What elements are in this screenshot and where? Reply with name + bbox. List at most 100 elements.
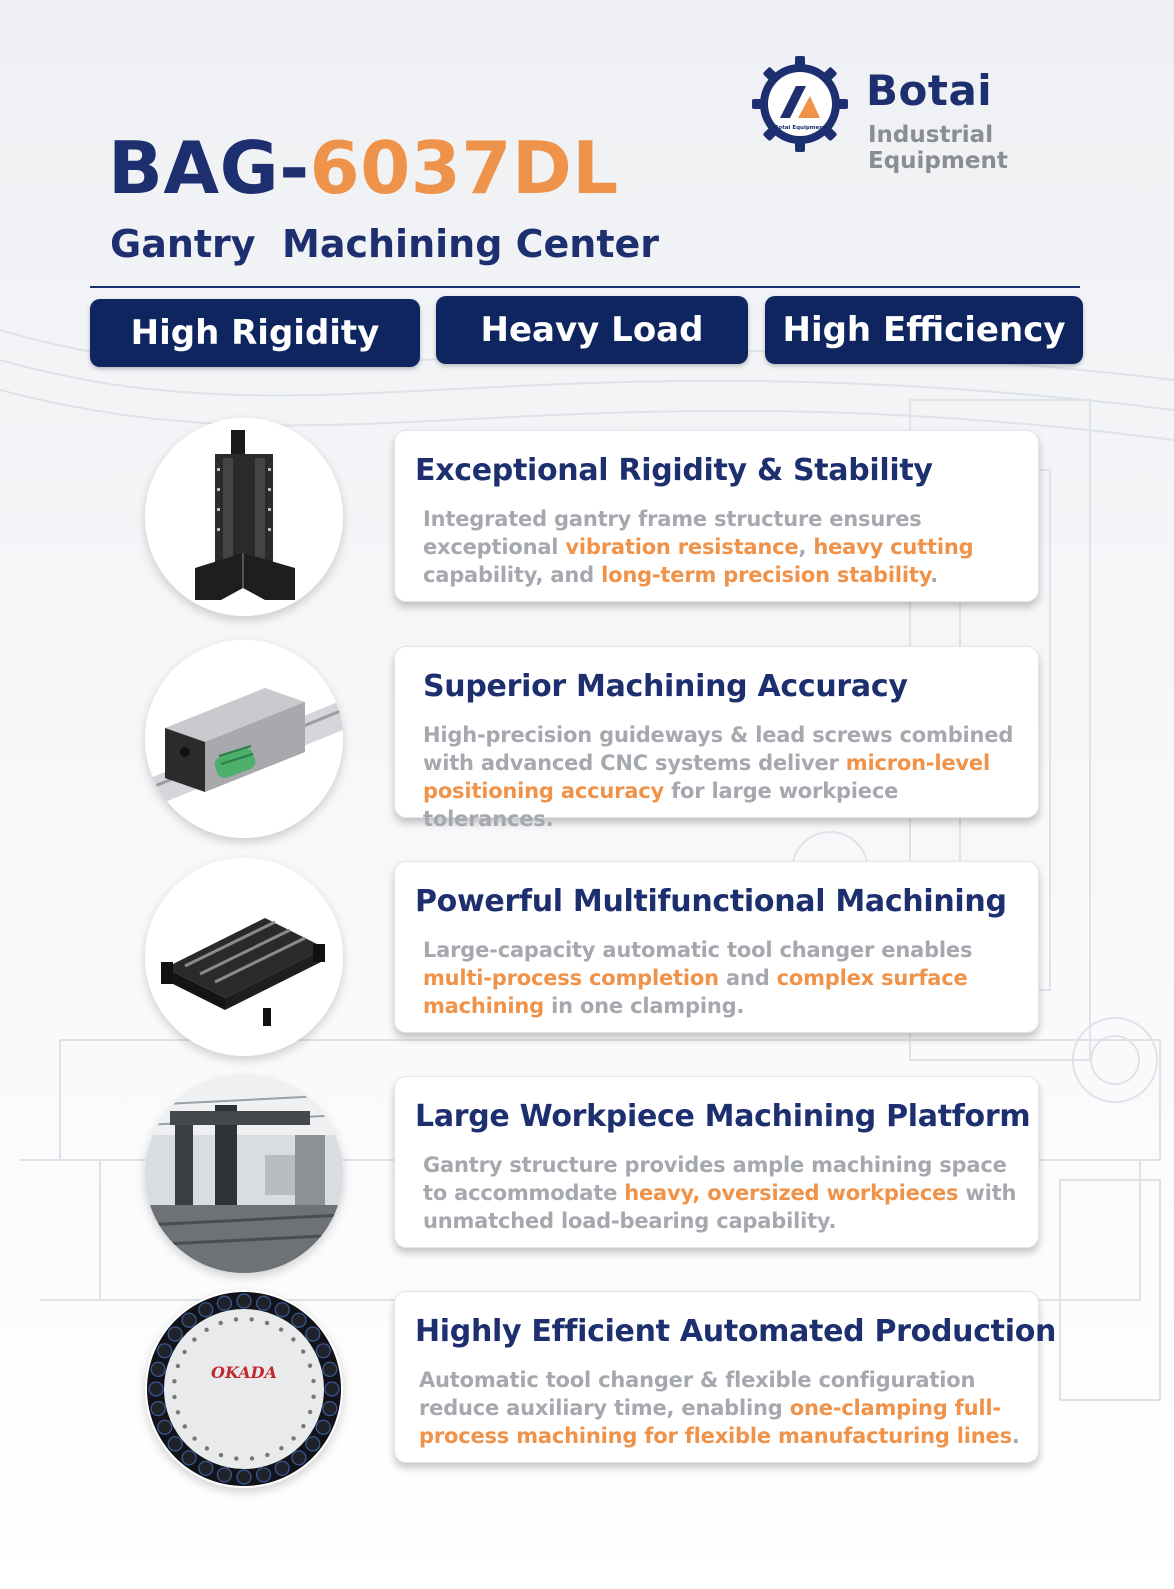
pocket-marker <box>175 1410 181 1415</box>
gear-logo-icon: Botai Equipment <box>752 56 848 152</box>
feature-title: Highly Efficient Automated Production <box>415 1314 1057 1349</box>
brand-name: Botai <box>866 66 993 115</box>
tool-pocket <box>216 1295 233 1311</box>
tool-magazine-image: OKADA <box>145 1290 343 1488</box>
feature-title: Powerful Multifunctional Machining <box>415 884 1007 919</box>
tool-pocket <box>255 1467 272 1483</box>
pocket-marker <box>175 1363 181 1369</box>
feature-card-multifunctional: Powerful Multifunctional Machining Large… <box>394 861 1039 1033</box>
tool-pocket <box>167 1326 183 1342</box>
tool-pocket <box>181 1312 197 1328</box>
description-text: Automatic tool changer & flexible config… <box>419 1368 976 1420</box>
pocket-marker <box>218 1320 223 1326</box>
feature-title: Superior Machining Accuracy <box>423 669 908 704</box>
feature-title: Exceptional Rigidity & Stability <box>415 453 933 488</box>
pocket-marker <box>233 1317 239 1322</box>
pocket-marker <box>192 1337 197 1342</box>
tool-pocket <box>157 1343 173 1359</box>
pocket-marker <box>172 1379 177 1384</box>
tool-pocket <box>324 1381 340 1397</box>
factory-floor-image <box>145 1075 343 1273</box>
feature-description: Automatic tool changer & flexible config… <box>419 1366 1029 1450</box>
tag-high-rigidity: High Rigidity <box>90 299 420 367</box>
pocket-marker <box>172 1394 177 1400</box>
feature-description: Integrated gantry frame structure ensure… <box>423 505 1033 589</box>
tool-pocket <box>315 1419 331 1435</box>
description-text: Large-capacity automatic tool changer en… <box>423 938 973 962</box>
description-text: . <box>1011 1424 1020 1448</box>
linear-guideway-image <box>145 640 343 838</box>
title-prefix: BAG- <box>108 126 310 210</box>
tool-pocket <box>148 1381 164 1397</box>
feature-card-accuracy: Superior Machining Accuracy High-precisi… <box>394 646 1039 831</box>
tool-pocket <box>181 1450 197 1466</box>
pocket-marker <box>204 1327 209 1332</box>
title-model: 6037DL <box>309 126 619 210</box>
description-text: Integrated gantry frame structure ensure… <box>423 507 922 559</box>
tool-pocket <box>274 1460 290 1476</box>
pocket-marker <box>192 1436 197 1441</box>
okada-label: OKADA <box>211 1363 277 1382</box>
brand-logo: Botai Equipment Botai Industrial Equipme… <box>752 56 1097 174</box>
product-title: BAG-6037DL <box>108 126 619 210</box>
tag-heavy-load: Heavy Load <box>436 296 748 364</box>
feature-card-automation: Highly Efficient Automated Production Au… <box>394 1291 1056 1463</box>
tool-pocket <box>255 1295 272 1311</box>
pocket-marker <box>291 1337 296 1342</box>
tool-pocket <box>198 1460 214 1476</box>
pocket-marker <box>182 1349 187 1355</box>
pocket-marker <box>278 1327 284 1332</box>
spindle-column-image <box>145 418 343 616</box>
tool-pocket <box>291 1312 307 1328</box>
description-text: Gantry structure provides ample machinin… <box>423 1153 1007 1205</box>
tool-pocket <box>150 1361 166 1378</box>
description-text: with unmatched load-bearing capability. <box>423 1181 1017 1233</box>
highlight-text: complex surface machining <box>423 966 968 1018</box>
pocket-marker <box>182 1424 187 1429</box>
pocket-marker <box>265 1452 270 1458</box>
description-text: , <box>798 535 814 559</box>
tool-pocket <box>305 1326 321 1342</box>
feature-description: Large-capacity automatic tool changer en… <box>423 936 1033 1020</box>
description-text: and <box>718 966 777 990</box>
pocket-marker <box>249 1456 255 1461</box>
pocket-marker <box>311 1394 316 1399</box>
tool-pocket <box>236 1469 252 1485</box>
highlight-text: multi-process completion <box>423 966 719 990</box>
feature-card-rigidity: Exceptional Rigidity & Stability Integra… <box>394 430 1039 602</box>
tool-pocket <box>167 1436 183 1452</box>
pocket-marker <box>291 1436 296 1441</box>
feature-card-large-workpiece: Large Workpiece Machining Platform Gantr… <box>394 1076 1039 1248</box>
pocket-marker <box>301 1423 306 1429</box>
pocket-marker <box>204 1446 210 1451</box>
pocket-marker <box>307 1409 313 1415</box>
logo-text: Botai Equipment <box>774 125 826 131</box>
tool-pocket <box>150 1400 166 1417</box>
tool-pocket <box>157 1419 173 1435</box>
pocket-marker <box>249 1317 254 1322</box>
tool-pocket <box>216 1467 233 1483</box>
pocket-marker <box>307 1363 313 1368</box>
pocket-marker <box>301 1349 306 1354</box>
highlight-text: heavy, oversized workpieces <box>624 1181 959 1205</box>
tool-pocket <box>305 1436 321 1452</box>
tool-pocket <box>322 1400 338 1417</box>
description-text: . <box>930 563 939 587</box>
pocket-marker <box>234 1456 239 1461</box>
feature-title: Large Workpiece Machining Platform <box>415 1099 1031 1134</box>
pocket-marker <box>264 1320 270 1326</box>
highlight-text: micron-level positioning accuracy <box>423 751 990 803</box>
product-subtitle: Gantry Machining Center <box>110 222 660 266</box>
highlight-text: vibration resistance <box>565 535 799 559</box>
highlight-text: heavy cutting <box>813 535 974 559</box>
pocket-marker <box>218 1452 224 1458</box>
tool-pocket <box>315 1343 331 1359</box>
description-text: in one clamping. <box>543 994 745 1018</box>
tool-pocket <box>274 1302 290 1318</box>
highlight-text: one-clamping full-process machining for … <box>419 1396 1012 1448</box>
brand-subtitle: Industrial Equipment <box>868 122 1008 174</box>
title-divider <box>90 286 1080 288</box>
feature-description: Gantry structure provides ample machinin… <box>423 1151 1033 1235</box>
tool-pocket <box>322 1361 338 1378</box>
tool-pocket <box>198 1302 214 1318</box>
